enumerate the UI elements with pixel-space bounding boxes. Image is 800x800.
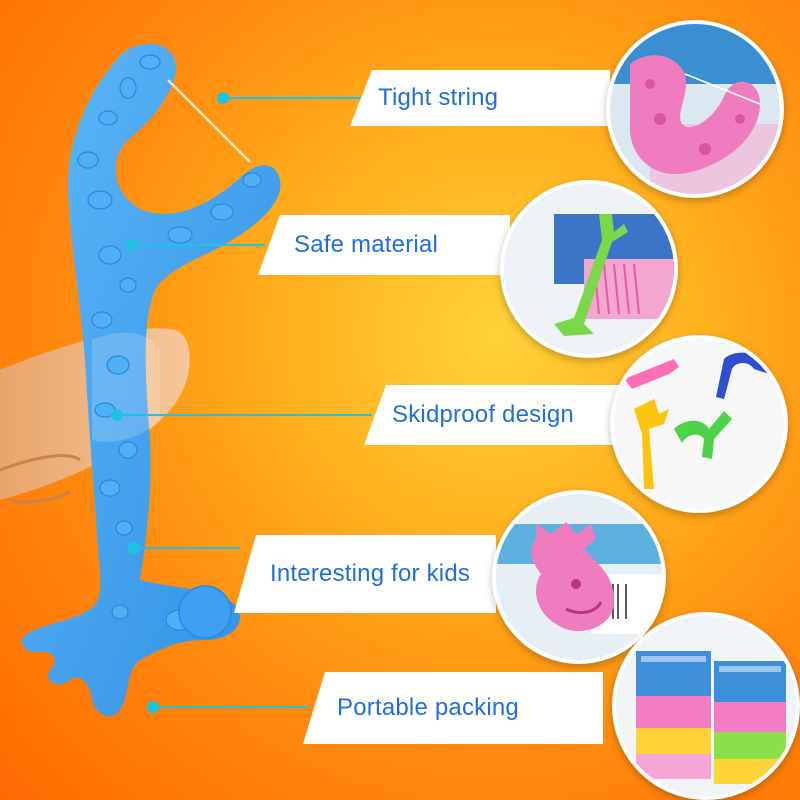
floss-string [167,79,251,163]
feature-label-interesting-for-kids: Interesting for kids [234,535,496,613]
leader-dot-skidproof-design [111,409,123,421]
leader-dot-tight-string [217,92,229,104]
feature-label-text: Portable packing [337,694,519,721]
feature-label-text: Interesting for kids [270,560,471,587]
feature-label-skidproof-design: Skidproof design [364,385,624,445]
portable-packing-photo [612,612,800,800]
safe-material-photo [500,180,678,358]
tight-string-photo [606,20,784,198]
feature-label-text: Tight string [378,84,499,111]
feature-label-text: Skidproof design [392,401,574,428]
interesting-for-kids-photo [492,490,666,664]
leader-dot-interesting-for-kids [128,542,140,554]
feature-label-portable-packing: Portable packing [303,672,603,744]
feature-label-safe-material: Safe material [258,215,510,275]
leader-dot-portable-packing [147,701,159,713]
skidproof-design-photo [610,335,788,513]
feature-label-text: Safe material [294,231,438,258]
leader-dot-safe-material [126,239,138,251]
feature-label-tight-string: Tight string [350,70,610,126]
